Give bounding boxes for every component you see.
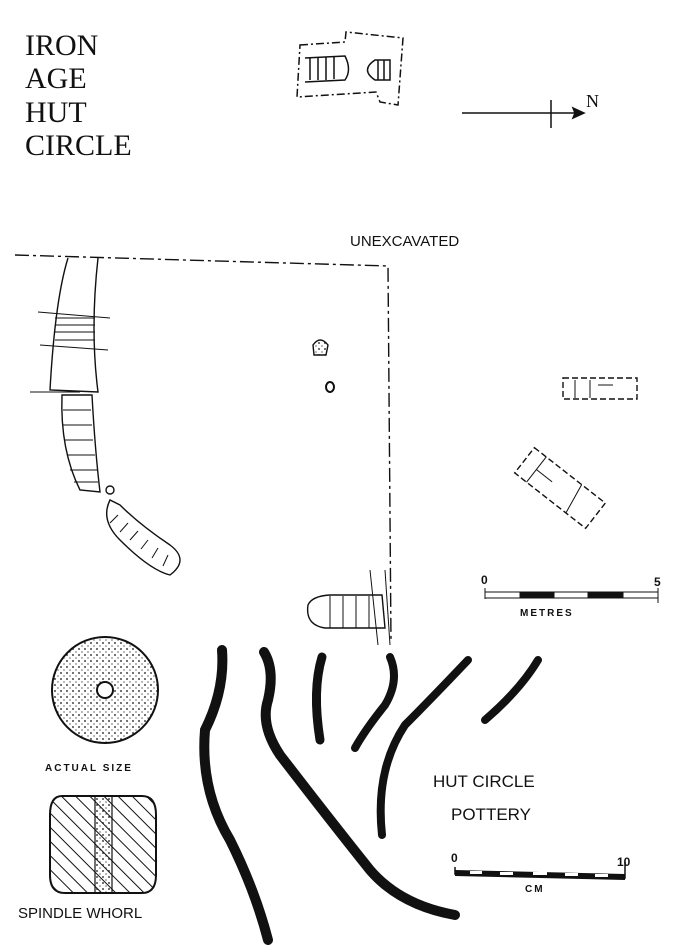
pottery-sherd <box>481 656 542 724</box>
title-line: CIRCLE <box>25 129 132 162</box>
title: IRON AGE HUT CIRCLE <box>25 29 132 162</box>
pottery-label-line1: HUT CIRCLE <box>433 772 535 791</box>
cm-scale: 0 10 CM <box>451 851 631 895</box>
metres-scale: 0 5 METRES <box>481 573 661 619</box>
pottery-sherd <box>351 653 398 752</box>
title-line: HUT <box>25 96 87 129</box>
wall-west <box>49 257 99 393</box>
cm-scale-end: 10 <box>617 855 631 869</box>
pottery-profiles <box>199 645 542 945</box>
wall-stones-3 <box>306 594 386 629</box>
pottery-label-line2: POTTERY <box>451 805 531 824</box>
pottery-sherd <box>259 647 460 920</box>
wall-stones-2 <box>106 499 181 576</box>
pottery-sherd <box>376 656 472 839</box>
spindle-whorl: ACTUAL SIZE SPINDLE WHORL <box>18 636 159 922</box>
post-hole <box>325 381 335 393</box>
cm-scale-start: 0 <box>451 851 458 865</box>
excavation-plan <box>14 254 638 646</box>
excavation-boundary <box>14 254 392 643</box>
metres-scale-end: 5 <box>654 575 661 589</box>
key-plan <box>296 31 404 106</box>
unexcavated-label: UNEXCAVATED <box>350 233 459 250</box>
cm-scale-unit: CM <box>525 884 545 895</box>
wall-stones-1 <box>61 394 101 493</box>
trench-rect-rotated <box>513 446 607 530</box>
north-label: N <box>586 91 599 111</box>
spindle-whorl-caption: SPINDLE WHORL <box>18 905 142 922</box>
whorl-hole <box>96 681 114 699</box>
pottery-sherd <box>199 645 273 945</box>
title-line: IRON <box>25 29 98 62</box>
north-arrow: N <box>462 91 599 128</box>
metres-scale-start: 0 <box>481 573 488 587</box>
actual-size-caption: ACTUAL SIZE <box>45 763 133 774</box>
metres-scale-unit: METRES <box>520 608 574 619</box>
pottery-sherd <box>311 652 327 745</box>
title-line: AGE <box>25 62 87 95</box>
trench-rect <box>562 377 638 400</box>
post-hole <box>312 339 329 356</box>
